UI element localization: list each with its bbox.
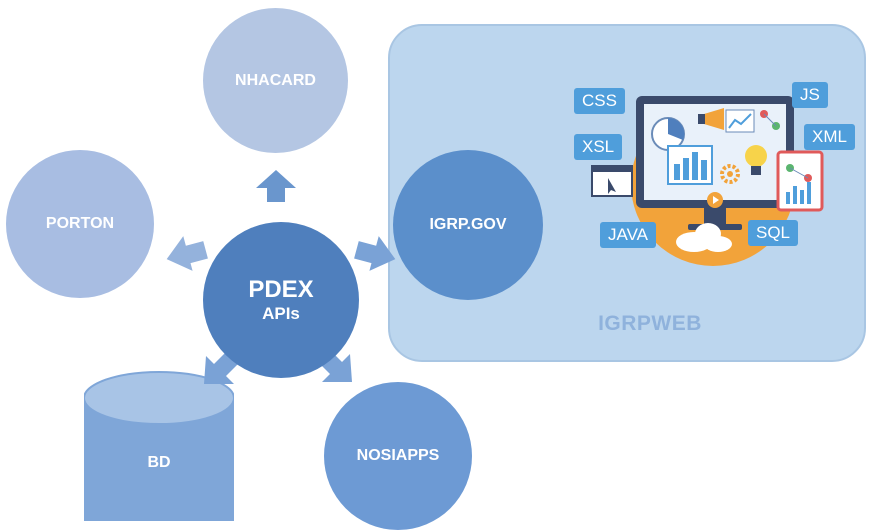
gear-icon [720, 164, 740, 184]
tech-tag-xml: XML [804, 124, 855, 150]
lightbulb-icon [745, 145, 767, 175]
arrow-up-icon [256, 170, 296, 202]
porton-node: PORTON [6, 150, 154, 298]
igrpgov-node: IGRP.GOV [393, 150, 543, 300]
tech-tag-css: CSS [574, 88, 625, 114]
tech-tag-sql: SQL [748, 220, 799, 246]
computer-monitor-icon [591, 96, 824, 266]
tech-tag-js: JS [792, 82, 828, 108]
bd-label: BD [147, 454, 171, 471]
tech-tag-java: JAVA [600, 222, 656, 248]
tech-illustration: CSS JS XSL XML JAVA SQL [568, 74, 858, 296]
igrpweb-label: IGRPWEB [598, 312, 702, 335]
nhacard-node: NHACARD [203, 8, 348, 153]
pdex-subtitle: APIs [262, 304, 300, 324]
arrow-left-icon [166, 236, 208, 271]
arrow-right-icon [354, 236, 396, 271]
tech-tag-xsl: XSL [574, 134, 623, 160]
database-cylinder-icon [84, 371, 234, 521]
cloud-icon [676, 223, 732, 252]
nosiapps-node: NOSIAPPS [324, 382, 472, 530]
pdex-apis-node: PDEX APIs [203, 222, 359, 378]
pdex-title: PDEX [248, 276, 314, 304]
